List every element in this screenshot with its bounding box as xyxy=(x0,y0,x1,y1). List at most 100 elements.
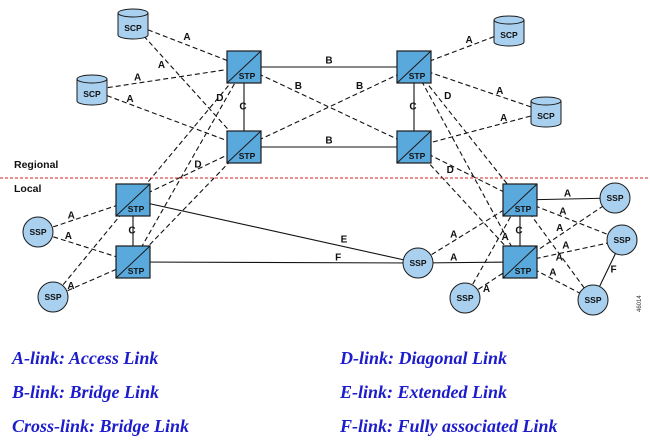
link-label-b: B xyxy=(356,81,363,92)
local-zone-label: Local xyxy=(14,183,42,195)
link-label-d: D xyxy=(216,93,223,104)
link-scp_r-stp_tmr xyxy=(413,111,547,148)
link-label-a: A xyxy=(556,223,563,234)
link-label-a: A xyxy=(483,284,490,295)
ssp-circle xyxy=(37,281,69,313)
legend-d-link: D-link: Diagonal Link xyxy=(340,348,508,368)
link-scp_l-stp_tml xyxy=(91,89,245,148)
link-label-b: B xyxy=(295,81,302,92)
stp-node: STP xyxy=(115,245,151,279)
link-stp_tr-stp_brr xyxy=(413,66,521,201)
stp-diagonal xyxy=(226,50,262,84)
link-stp_bl-ssp_c xyxy=(132,261,419,264)
scp-label: SCP xyxy=(124,23,142,33)
stp-label: STP xyxy=(515,266,532,276)
scp-body xyxy=(76,78,108,106)
stp-label: STP xyxy=(128,204,145,214)
ssp-circle xyxy=(22,216,54,248)
link-label-a: A xyxy=(450,229,457,240)
link-label-c: C xyxy=(409,102,416,113)
link-scp_l-stp_tl xyxy=(91,66,245,91)
stp-node: STP xyxy=(226,50,262,84)
link-label-a: A xyxy=(134,73,141,84)
link-label-d: D xyxy=(194,159,201,170)
ssp-node: SSP xyxy=(599,182,631,214)
stp-label: STP xyxy=(128,266,145,276)
link-scp_tl-stp_tml xyxy=(132,23,245,148)
ssp-circle xyxy=(599,182,631,214)
link-label-a: A xyxy=(68,210,75,221)
stp-diagonal xyxy=(115,183,151,217)
link-label-a: A xyxy=(556,253,563,264)
link-label-c: C xyxy=(128,226,135,237)
link-label-d: D xyxy=(444,91,451,102)
ssp-label: SSP xyxy=(44,292,61,302)
stp-node: STP xyxy=(396,130,432,164)
scp-node: SCP xyxy=(530,96,562,128)
nodes-layer: STPSTPSTPSTPSTPSTPSTPSTPSCPSCPSCPSCPSSPS… xyxy=(22,8,638,316)
scp-top xyxy=(117,8,149,18)
link-label-c: C xyxy=(515,226,522,237)
stp-node: STP xyxy=(115,183,151,217)
link-label-a: A xyxy=(496,86,503,97)
legend-cross-link: Cross-link: Bridge Link xyxy=(12,416,190,436)
legend: A-link: Access Link B-link: Bridge Link … xyxy=(0,340,650,442)
ssp-node: SSP xyxy=(37,281,69,313)
ssp-label: SSP xyxy=(584,295,601,305)
stp-label: STP xyxy=(409,151,426,161)
link-label-a: A xyxy=(564,189,571,200)
legend-e-link: E-link: Extended Link xyxy=(340,382,508,402)
ssp-label: SSP xyxy=(606,193,623,203)
stp-diagonal xyxy=(115,245,151,279)
link-stp_tml-stp_tr xyxy=(243,66,415,148)
ssp-node: SSP xyxy=(22,216,54,248)
ssp-label: SSP xyxy=(29,227,46,237)
scp-top xyxy=(530,96,562,106)
link-label-b: B xyxy=(325,136,332,147)
link-stp_brr-ssp_r3 xyxy=(519,199,594,301)
ssp-circle xyxy=(606,224,638,256)
stp-diagonal xyxy=(396,50,432,84)
scp-body xyxy=(493,19,525,47)
ssp-label: SSP xyxy=(613,235,630,245)
ssp-label: SSP xyxy=(456,293,473,303)
ssp-circle xyxy=(402,247,434,279)
stp-node: STP xyxy=(396,50,432,84)
link-label-a: A xyxy=(126,94,133,105)
link-scp_tl-stp_tl xyxy=(132,23,245,68)
link-label-b: B xyxy=(325,56,332,67)
ssp-node: SSP xyxy=(577,284,609,316)
stp-node: STP xyxy=(502,245,538,279)
figure-id: 46014 xyxy=(637,295,643,312)
stp-label: STP xyxy=(515,204,532,214)
link-label-a: A xyxy=(562,241,569,252)
link-label-d: D xyxy=(447,165,454,176)
legend-a-link: A-link: Access Link xyxy=(12,348,159,368)
legend-f-link: F-link: Fully associated Link xyxy=(340,416,558,436)
scp-top xyxy=(493,15,525,25)
regional-zone-label: Regional xyxy=(14,159,58,171)
link-label-a: A xyxy=(500,113,507,124)
scp-body xyxy=(530,100,562,128)
link-label-f: F xyxy=(610,265,616,276)
stp-label: STP xyxy=(409,71,426,81)
stp-node: STP xyxy=(226,130,262,164)
link-label-e: E xyxy=(341,234,348,245)
link-label-c: C xyxy=(239,102,246,113)
scp-top xyxy=(76,74,108,84)
scp-label: SCP xyxy=(500,30,518,40)
ssp-node: SSP xyxy=(606,224,638,256)
scp-body xyxy=(117,12,149,40)
link-stp_bl-stp_tml xyxy=(132,146,245,263)
link-stp_tmr-stp_brr xyxy=(413,146,521,201)
link-label-a: A xyxy=(183,32,190,43)
scp-label: SCP xyxy=(537,111,555,121)
stp-diagonal xyxy=(226,130,262,164)
link-stp_tmr-stp_br xyxy=(413,146,521,263)
legend-b-link: B-link: Bridge Link xyxy=(12,382,160,402)
ssp-circle xyxy=(449,282,481,314)
link-scp_r-stp_tr xyxy=(413,66,547,113)
link-ssp_b-stp_brr xyxy=(464,199,521,299)
scp-node: SCP xyxy=(493,15,525,47)
